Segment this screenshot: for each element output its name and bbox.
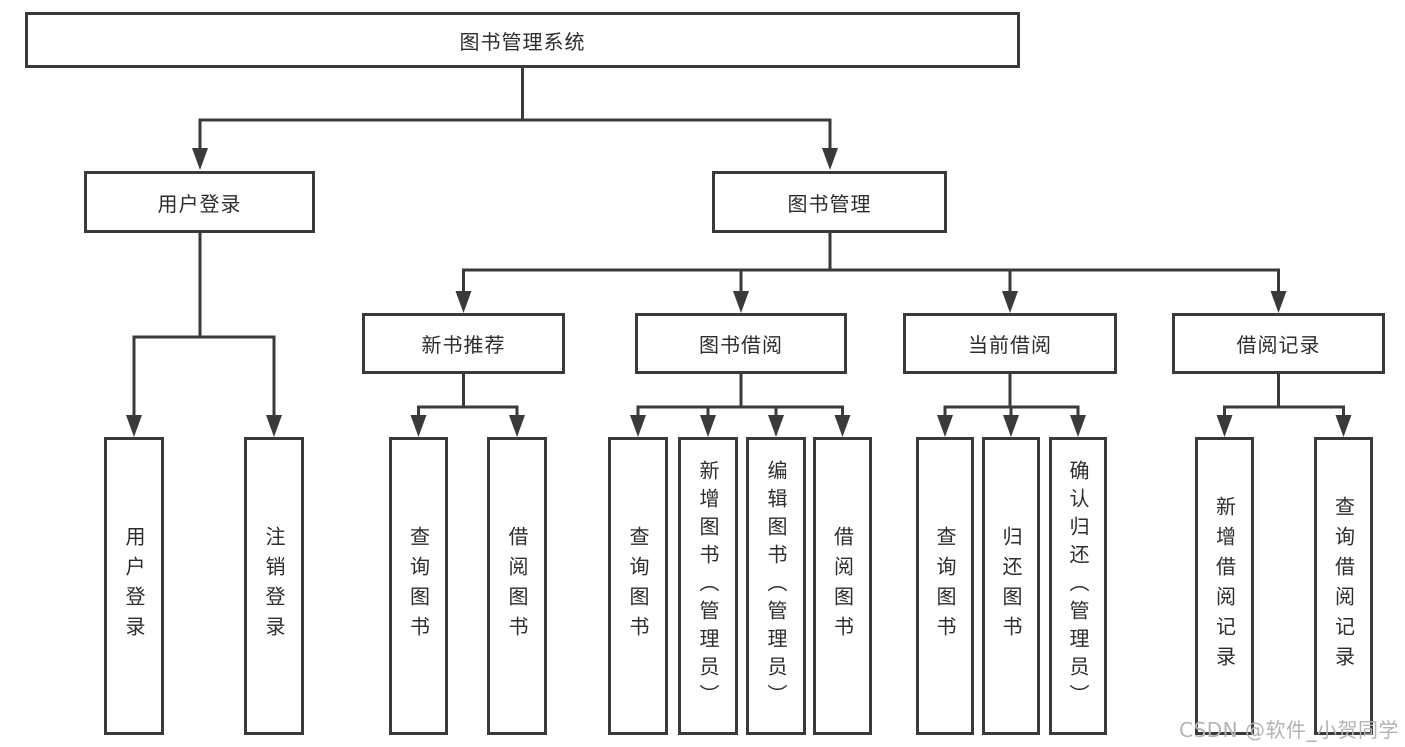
node-borrow-records: 借阅记录: [1172, 313, 1385, 374]
leaf-user-login: 用户登录: [104, 437, 164, 735]
leaf-records-add-record: 新增借阅记录: [1195, 437, 1254, 735]
leaf-borrow-edit-book-admin: 编辑图书（管理员）: [746, 437, 806, 735]
csdn-watermark: CSDN @软件_小贺同学: [1179, 718, 1399, 742]
leaf-current-query-book: 查询图书: [916, 437, 974, 735]
leaf-borrow-query-book: 查询图书: [608, 437, 668, 735]
connector-book-borrow-children: [630, 374, 851, 437]
leaf-current-confirm-return-admin: 确认归还（管理员）: [1049, 437, 1107, 735]
leaf-borrow-borrow-book: 借阅图书: [813, 437, 872, 735]
leaf-borrow-add-book-admin: 新增图书（管理员）: [678, 437, 738, 735]
node-root: 图书管理系统: [25, 12, 1020, 68]
leaf-current-return-book: 归还图书: [982, 437, 1040, 735]
node-user-login: 用户登录: [84, 171, 315, 233]
connector-current-borrow-children: [937, 374, 1086, 437]
connector-borrow-records-children: [1216, 374, 1352, 437]
node-book-borrow: 图书借阅: [635, 313, 847, 374]
connector-root-to-level2: [192, 68, 838, 170]
leaf-recommend-query-book: 查询图书: [389, 437, 448, 735]
connector-user-login-children: [126, 233, 282, 437]
connector-book-management-children: [455, 233, 1287, 313]
node-book-management: 图书管理: [712, 171, 947, 233]
leaf-recommend-borrow-book: 借阅图书: [487, 437, 547, 735]
node-current-borrow: 当前借阅: [903, 313, 1117, 374]
leaf-records-query-record: 查询借阅记录: [1314, 437, 1373, 735]
leaf-logout: 注销登录: [244, 437, 304, 735]
connector-new-book-recommend-children: [410, 374, 525, 437]
node-new-book-recommend: 新书推荐: [362, 313, 565, 374]
